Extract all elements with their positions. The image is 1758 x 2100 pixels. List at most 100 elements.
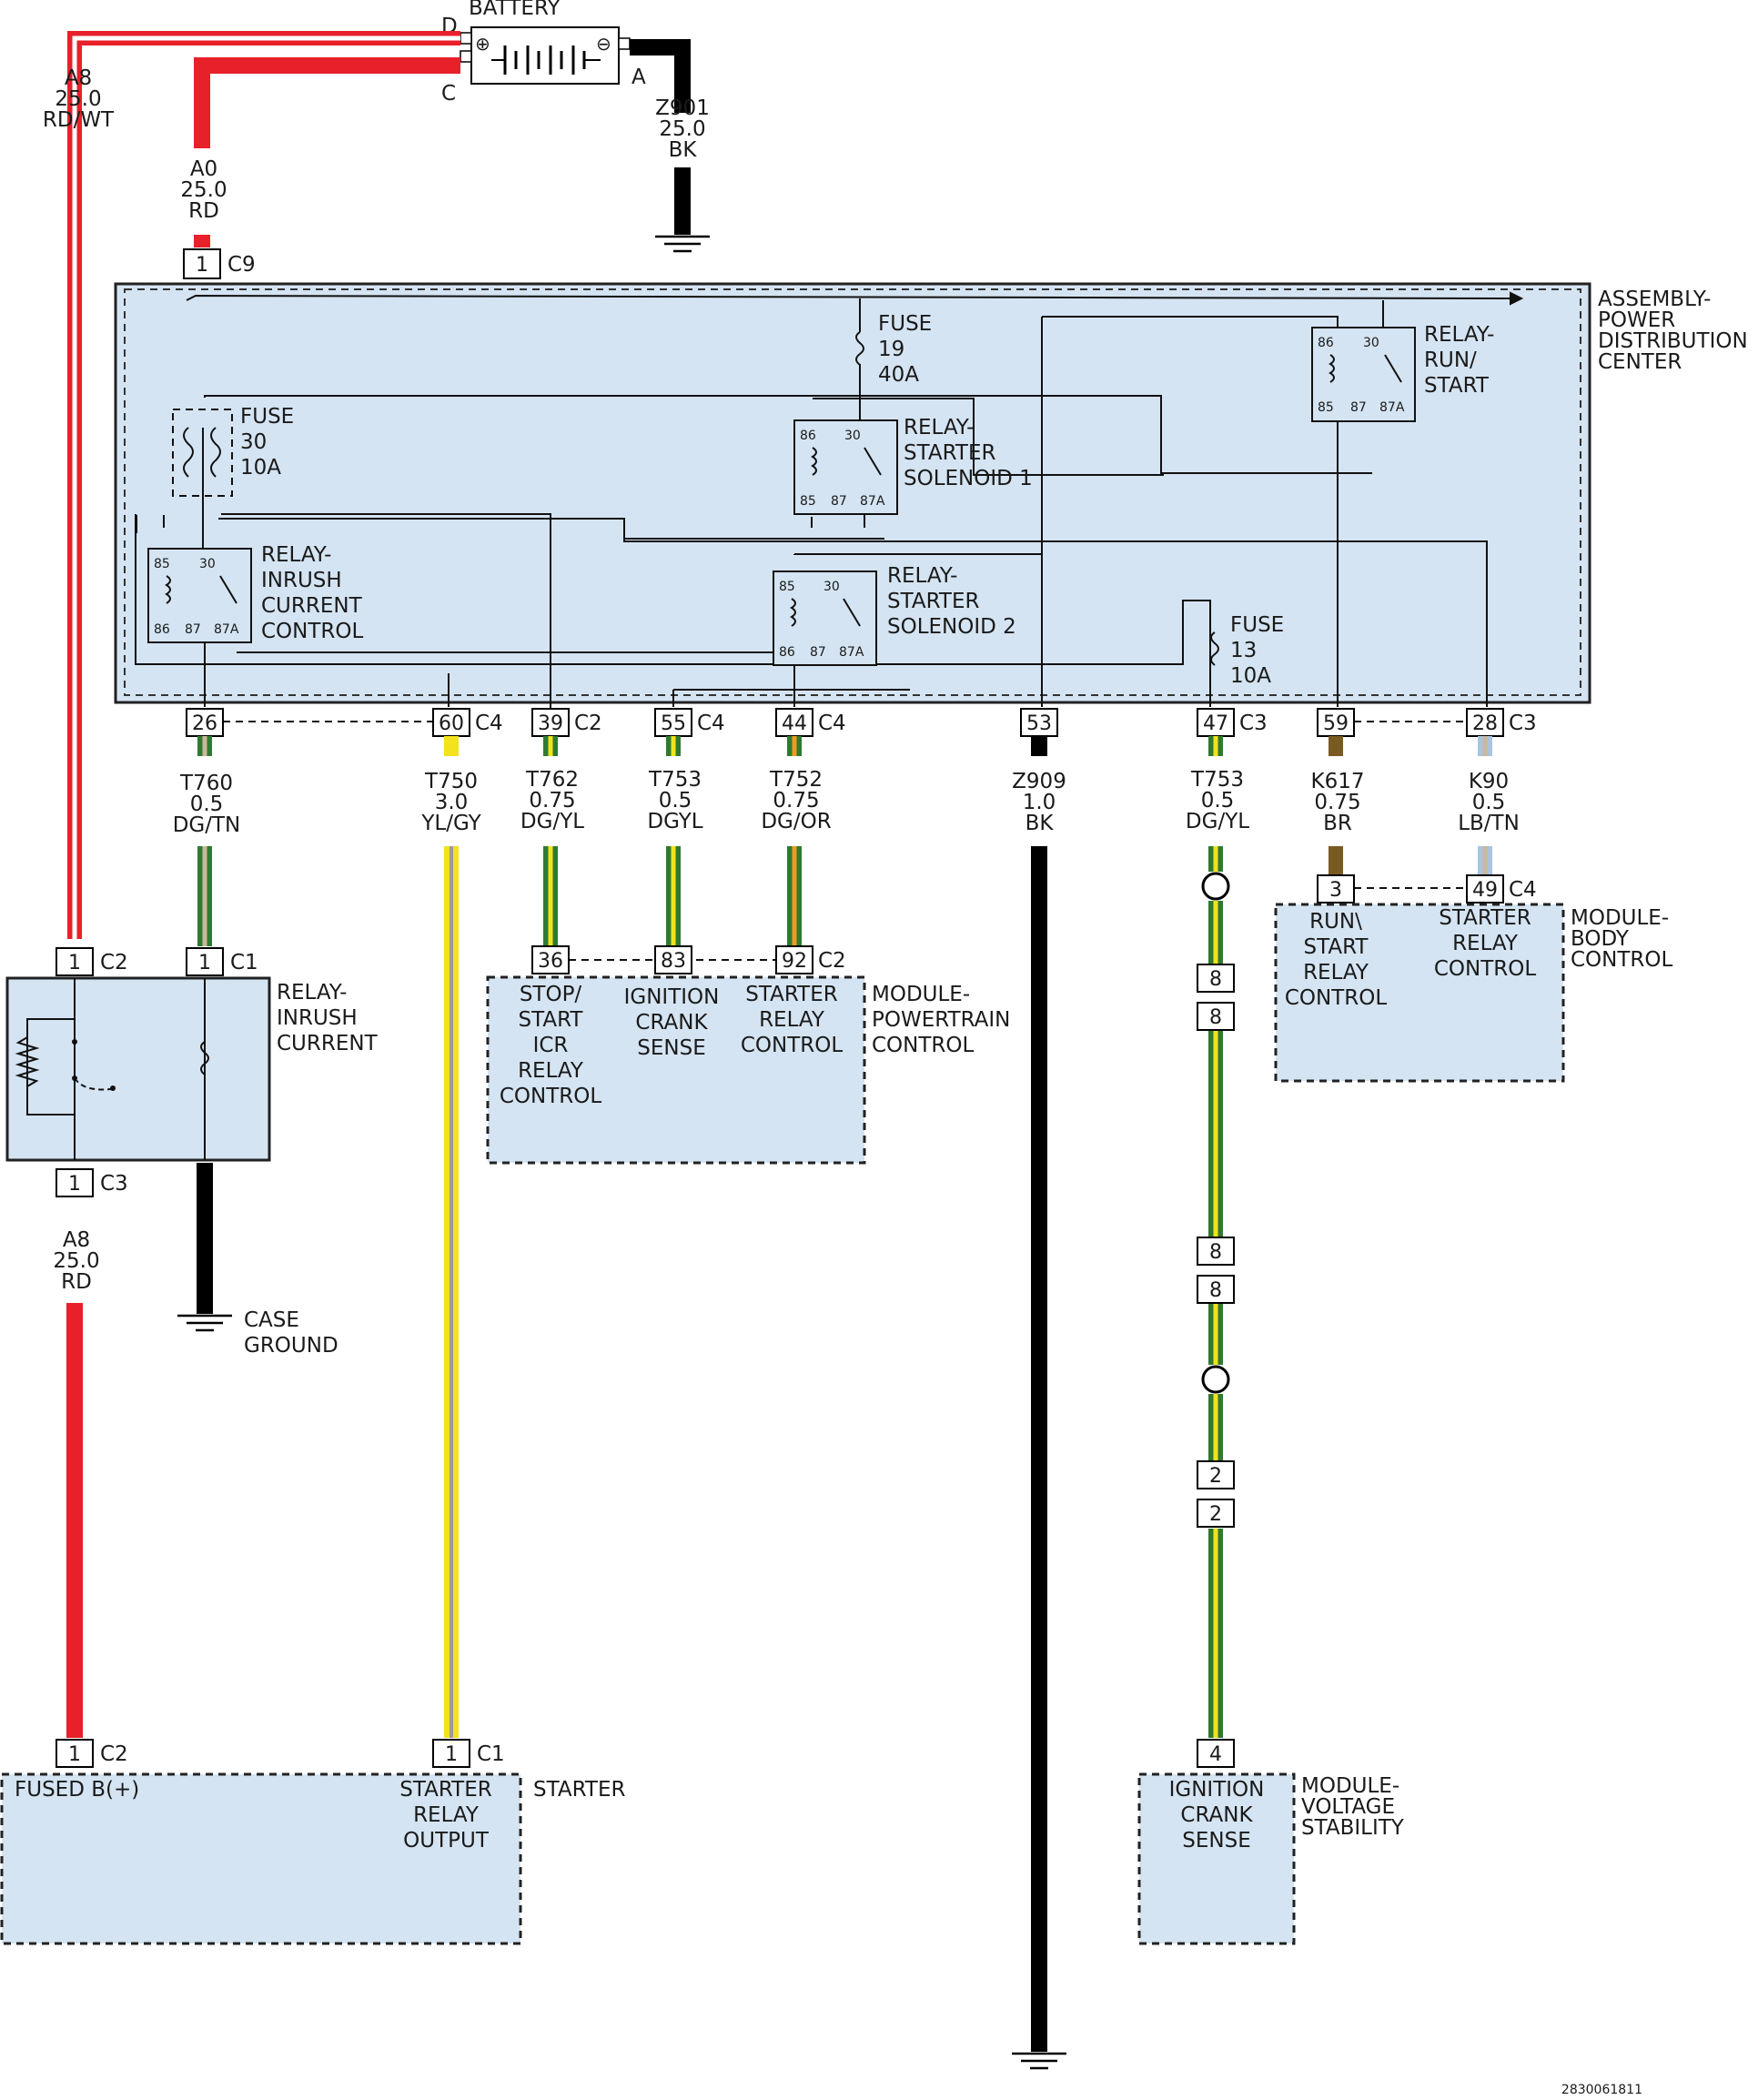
- vsm-pin-4-box: [1197, 1739, 1235, 1768]
- wire-label-k617: K617 0.75 BR: [1311, 770, 1365, 835]
- relay-sol2-30: 30: [823, 580, 840, 594]
- relay-run-start-line1: RELAY-: [1424, 323, 1494, 347]
- wire-t762-line2: 0.75: [529, 789, 575, 813]
- battery-body: [470, 26, 620, 85]
- wire-t752-line1: T752: [769, 768, 823, 792]
- wire-z901-line1: Z901: [655, 96, 710, 120]
- wire-z909-line2: 1.0: [1023, 791, 1056, 814]
- pdc-internal-wiring: [135, 291, 1524, 710]
- fuse-30: FUSE 30 10A: [172, 405, 294, 497]
- inline-conn-2: 8: [1209, 1006, 1222, 1029]
- bcm-pin-49: 49: [1472, 879, 1498, 902]
- pdc-pin-39-box: [531, 708, 570, 737]
- relay-inrush-coil: [165, 575, 171, 604]
- starter-label: STARTER: [533, 1778, 625, 1802]
- wire-t760-line2: 0.5: [190, 793, 224, 816]
- relay-sol2-line3: SOLENOID 2: [887, 615, 1016, 639]
- relay-run-start: 86 30 85 87 87A RELAY- RUN/ START: [1311, 323, 1494, 422]
- pdc-pin-55-conn: C4: [697, 712, 725, 735]
- relay-sol1-box: [793, 419, 898, 515]
- pcm-f3-line3: CONTROL: [741, 1034, 844, 1057]
- fuse-19-symbol: [855, 331, 864, 366]
- case-ground-line2: GROUND: [244, 1334, 338, 1358]
- inline-conn-3: 8: [1209, 1241, 1222, 1264]
- inline-conn-4: 8: [1209, 1279, 1222, 1302]
- wire-z901-upper: [630, 39, 691, 113]
- module-voltage-stability: 4 IGNITION CRANK SENSE MODULE- VOLTAGE S…: [1137, 1739, 1405, 1945]
- pcm-label-line2: POWERTRAIN: [872, 1008, 1010, 1032]
- wire-t750-line3: YL/GY: [420, 812, 481, 835]
- inline-conn-5: 2: [1209, 1465, 1222, 1488]
- relay-starter-solenoid-1: 86 30 85 87 87A RELAY- STARTER SOLENOID …: [793, 416, 1033, 515]
- relay-sol1-87: 87: [831, 494, 847, 509]
- wire-t760-line3: DG/TN: [173, 813, 241, 837]
- pcm-box: [486, 975, 866, 1165]
- inrush-c2-pin: 1: [68, 952, 81, 974]
- ground-symbol-case: [177, 1314, 232, 1332]
- ground-symbol-z901: [655, 235, 710, 253]
- wire-a8-top-line2: 25.0: [55, 87, 101, 111]
- wire-z901-line3: BK: [669, 138, 698, 162]
- wire-a8-bottom-line3: RD: [61, 1270, 92, 1294]
- figure-id: 2830061811: [1561, 2083, 1642, 2097]
- bcm-box: [1274, 903, 1565, 1083]
- wire-label-t753b: T753 0.5 DG/YL: [1186, 768, 1249, 833]
- relay-sol2-box: [773, 570, 877, 666]
- bcm-label-line1: MODULE-: [1571, 906, 1669, 930]
- wire-t762-line1: T762: [525, 768, 579, 792]
- wire-t753b-line3: DG/YL: [1186, 810, 1249, 833]
- inrush-c1-conn: C1: [230, 951, 258, 974]
- starter-c1-pin-box: [432, 1739, 470, 1768]
- wire-label-t750: T750 3.0 YL/GY: [420, 770, 481, 835]
- inline-conn-5-box: [1197, 1460, 1235, 1489]
- starter-c2-conn: C2: [100, 1742, 128, 1766]
- pdc-pin-59-box: [1317, 708, 1355, 737]
- starter-c1-pin: 1: [445, 1743, 458, 1766]
- relay-inrush-box: [147, 548, 252, 643]
- pcm-f1-line1: STOP/: [520, 983, 582, 1006]
- fuse-30-line2: 30: [240, 430, 267, 454]
- pdc-pin-60-box: [432, 708, 470, 737]
- bcm-f1-line4: CONTROL: [1285, 986, 1388, 1010]
- inline-conn-6-box: [1197, 1499, 1235, 1528]
- splice-circle-2: [1201, 1365, 1230, 1394]
- pcm-pin-36: 36: [538, 950, 563, 973]
- inline-connectors: 8 8 8 8 2 2: [1197, 964, 1235, 1528]
- relay-sol1-87a: 87A: [860, 494, 885, 509]
- pdc-pin-44: 44: [782, 712, 807, 735]
- inline-conn-1: 8: [1209, 968, 1222, 991]
- starter-box: [0, 1772, 522, 1945]
- battery-cells: [491, 45, 601, 75]
- relay-sol2-86: 86: [779, 645, 795, 660]
- vsm-label-line1: MODULE-: [1301, 1774, 1399, 1798]
- relay-starter-solenoid-2: 85 30 86 87 87A RELAY- STARTER SOLENOID …: [773, 564, 1016, 666]
- relay-inrush-switch: [219, 575, 237, 604]
- pdc-c9-pin: 1: [196, 254, 208, 277]
- starter-f2-line1: STARTER: [399, 1778, 491, 1802]
- wire-label-k90: K90 0.5 LB/TN: [1458, 770, 1520, 835]
- wire-label-z909: Z909 1.0 BK: [1012, 770, 1066, 835]
- starter-f2-line2: RELAY: [413, 1803, 480, 1827]
- wire-t753b-line1: T753: [1190, 768, 1244, 792]
- pdc-c9-conn: C9: [227, 253, 256, 277]
- pdc-pin-47: 47: [1203, 712, 1228, 735]
- relay-sol2-87: 87: [810, 645, 826, 660]
- pdc-pin-60-conn: C4: [475, 712, 503, 735]
- wire-label-a8-top: A8 25.0 RD/WT: [43, 66, 115, 132]
- wire-a0-line3: RD: [188, 199, 219, 223]
- inrush-label-line2: INRUSH: [277, 1006, 358, 1030]
- wire-t762-line3: DG/YL: [520, 810, 584, 833]
- pdc-label: ASSEMBLY- POWER DISTRIBUTION CENTER: [1598, 288, 1748, 374]
- inrush-node-1: [72, 1039, 77, 1045]
- wire-t760-line1: T760: [179, 772, 233, 795]
- fuse-13-line1: FUSE: [1230, 613, 1284, 637]
- pdc-c9-pin-box: [183, 248, 221, 279]
- bcm-f1-line2: START: [1304, 935, 1369, 959]
- battery-post-d: [460, 32, 472, 45]
- pcm-pin-83: 83: [661, 950, 686, 973]
- wire-k90-line2: 0.5: [1472, 791, 1506, 814]
- relay-inrush-87: 87: [185, 622, 201, 637]
- relay-sol2-coil: [790, 598, 796, 627]
- pdc-pin-55: 55: [661, 712, 686, 735]
